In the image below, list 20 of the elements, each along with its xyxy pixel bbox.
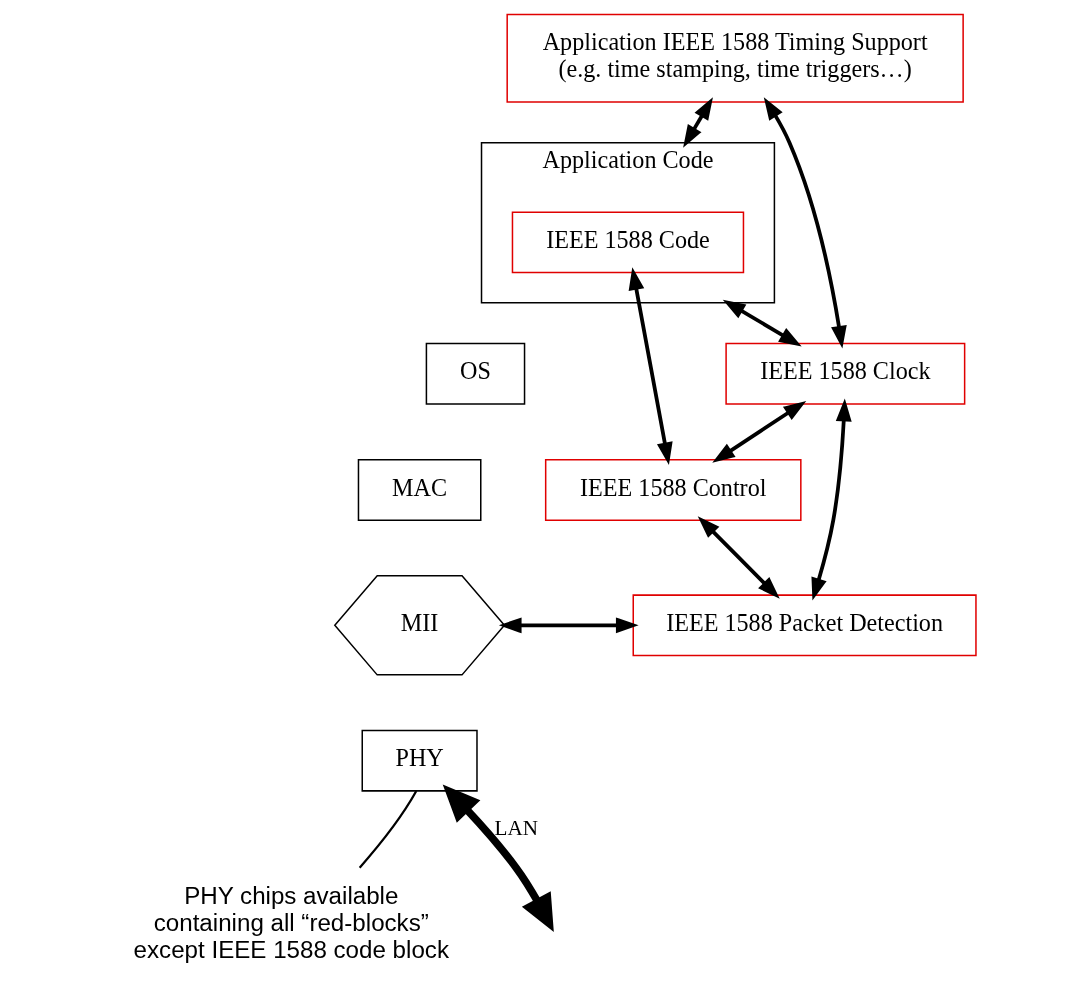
node-box: IEEE 1588 Clock bbox=[725, 342, 966, 405]
node-box: PHY bbox=[361, 729, 478, 792]
node-box: IEEE 1588 Packet Detection bbox=[632, 594, 977, 657]
arrow bbox=[763, 97, 847, 349]
node-box: IEEE 1588 Code bbox=[511, 211, 745, 274]
arrow bbox=[683, 97, 713, 148]
arrow bbox=[628, 267, 673, 466]
arrow bbox=[498, 617, 639, 634]
arrow bbox=[442, 784, 554, 932]
arrow bbox=[697, 516, 780, 599]
node-box: Application IEEE 1588 Timing Support (e.g. time stamping, time triggers…) bbox=[506, 13, 964, 103]
node-box: OS bbox=[425, 342, 526, 405]
node-text: PHY chips available containing all “red-blocks” except IEEE 1588 code block bbox=[133, 881, 449, 964]
node-box: MAC bbox=[357, 459, 482, 521]
edge-label: LAN bbox=[494, 815, 538, 840]
arrow bbox=[722, 299, 802, 347]
node-box: IEEE 1588 Control bbox=[544, 459, 802, 521]
connector bbox=[358, 790, 418, 869]
arrow bbox=[712, 400, 807, 463]
arrow bbox=[811, 398, 852, 601]
